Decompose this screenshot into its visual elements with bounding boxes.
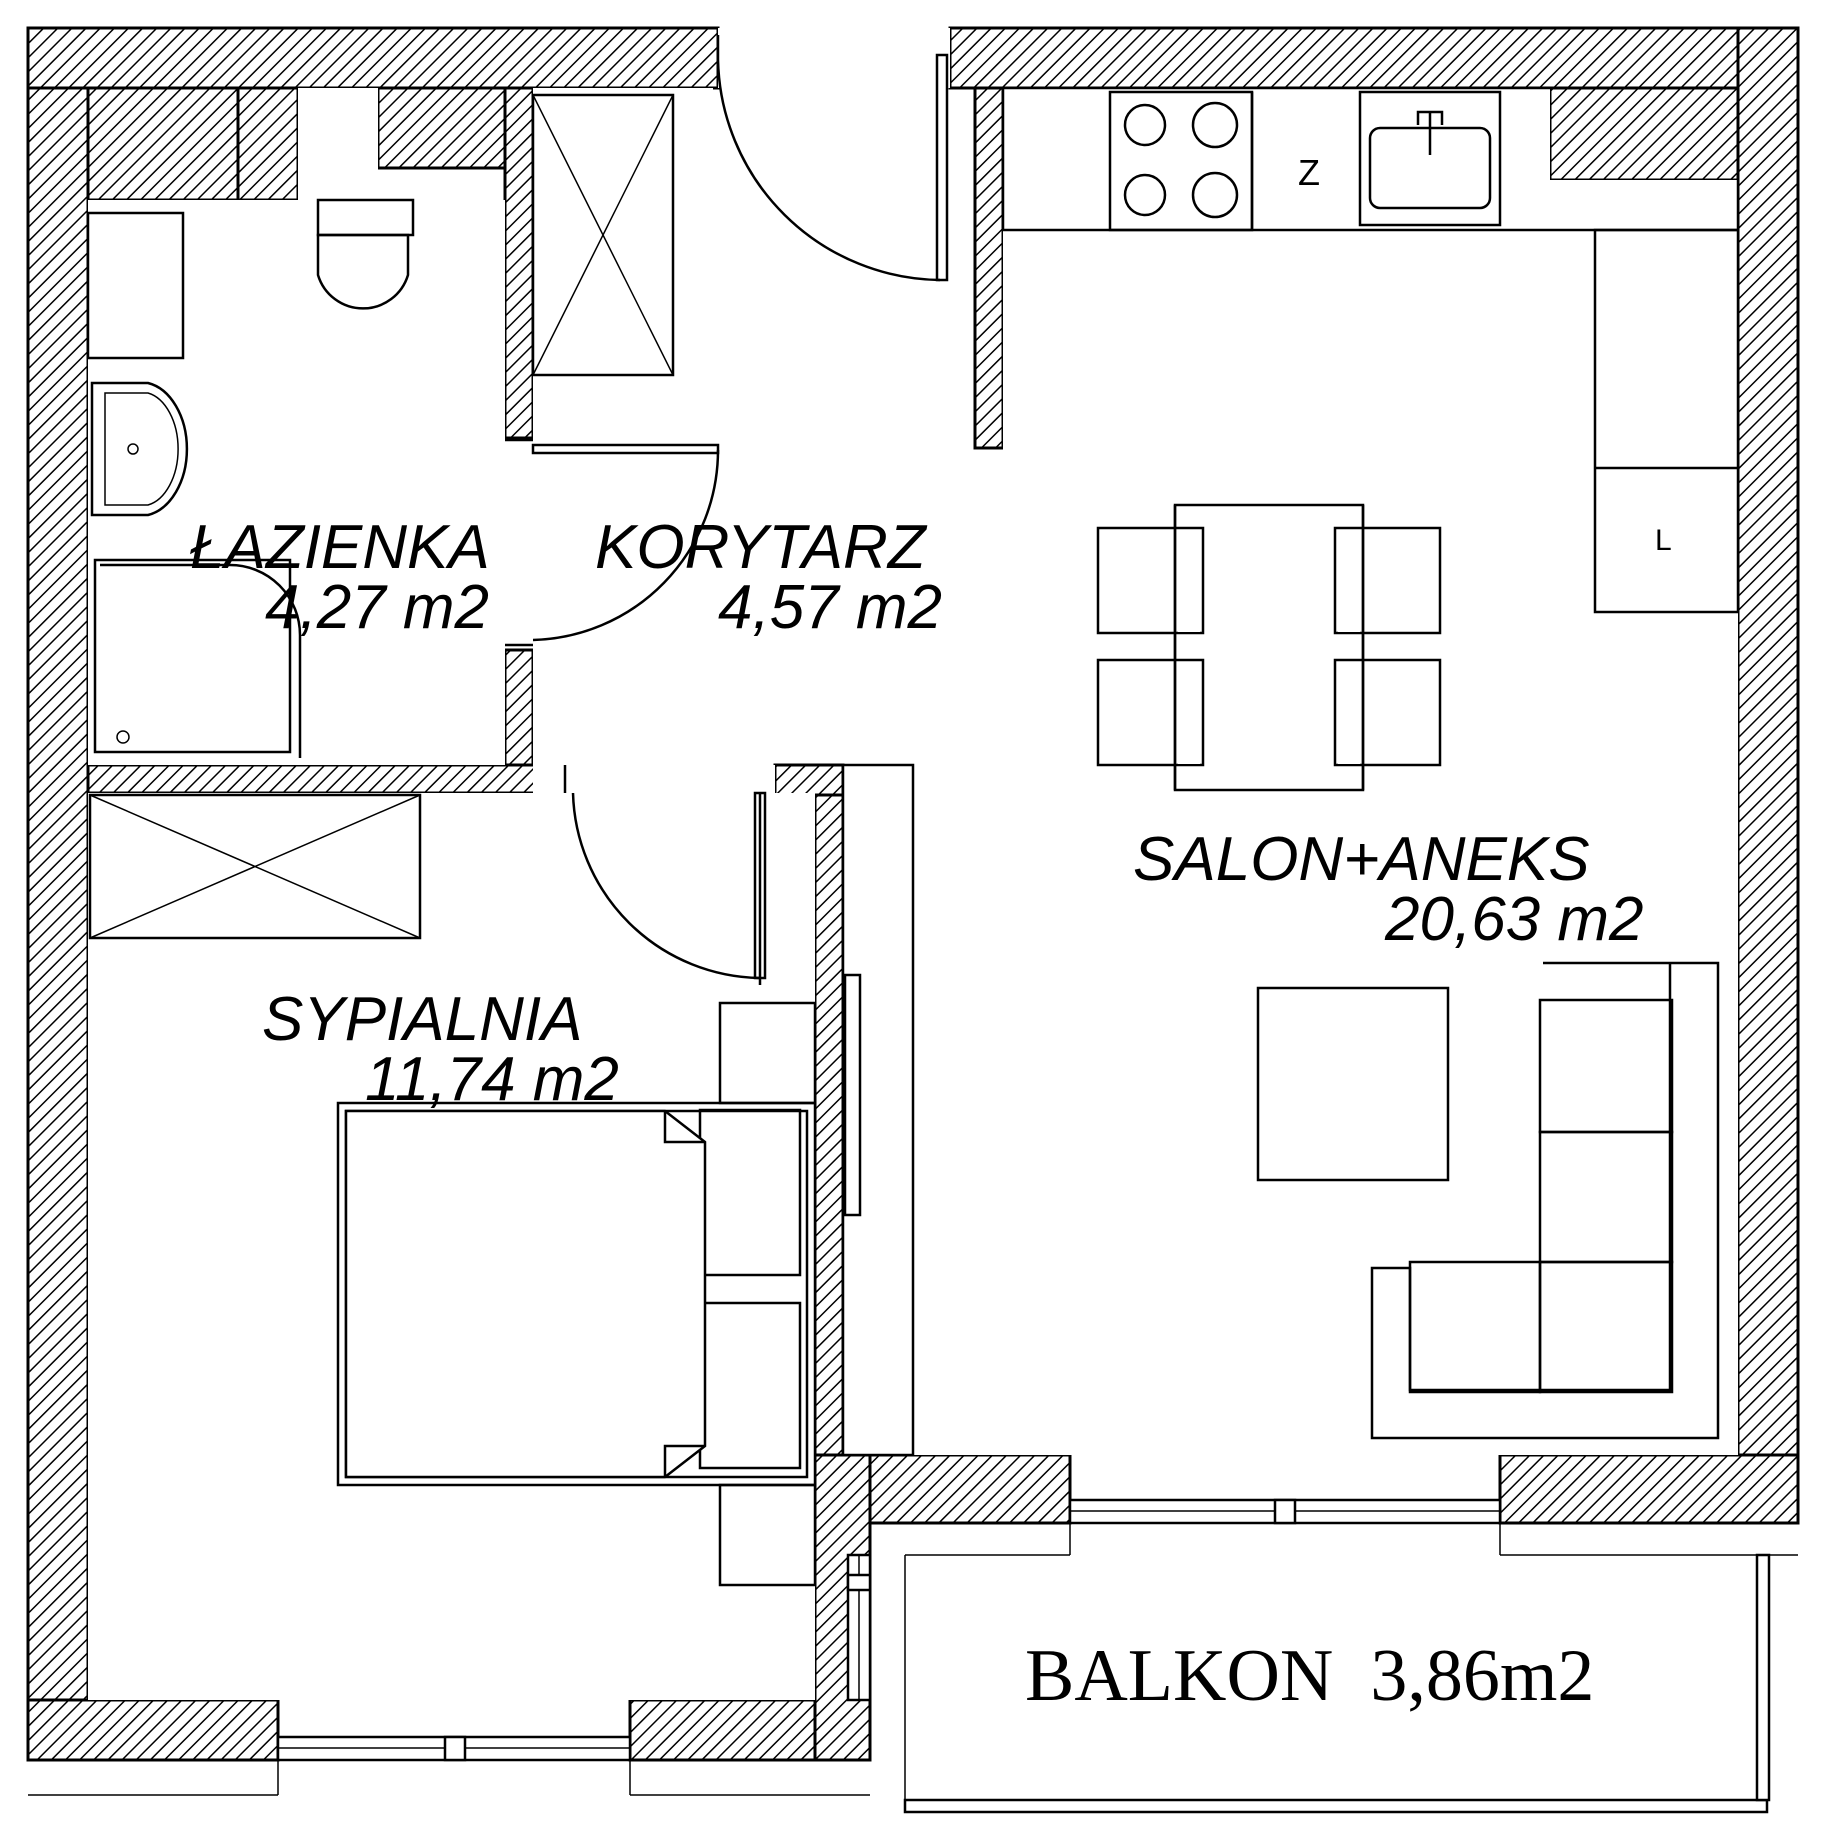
kitchen-counter-top [1001, 86, 1740, 232]
entrance-door-swing [716, 59, 941, 282]
faucet-icon [1416, 110, 1444, 155]
wall-bottom-right [1498, 1453, 1800, 1525]
shower-curve [100, 563, 302, 758]
dining-set [1096, 503, 1442, 792]
bedroom-area: 11,74 m2 [365, 1045, 619, 1114]
bathroom-door-leaf [531, 443, 720, 455]
living-furniture [1256, 961, 1720, 1440]
wall-left [26, 26, 90, 1705]
bedroom-door-swing [571, 792, 761, 980]
corridor-wardrobe [531, 93, 675, 377]
corridor-name: KORYTARZ [595, 513, 928, 582]
wall-bottom-left [26, 1698, 280, 1762]
sink [1358, 90, 1502, 227]
wall-kitchen-notch [1548, 86, 1740, 182]
sofa-cushion [1408, 1260, 1542, 1394]
bathroom-fixtures [86, 198, 415, 758]
burner-icon [1123, 173, 1167, 217]
chair [1333, 526, 1442, 635]
bedroom-name: SYPIALNIA [262, 985, 582, 1054]
balcony-railing-right [1755, 1553, 1771, 1802]
wall-top-right [948, 26, 1800, 90]
wall-bedroom-top-stub [773, 763, 845, 797]
bed-duvet [344, 1109, 707, 1479]
washing-machine [86, 211, 185, 360]
wall-bath-bottom [86, 763, 560, 795]
wall-bath-top-notch-2 [236, 86, 300, 202]
bedroom-wardrobe [841, 763, 915, 1457]
bed-frame [336, 1101, 817, 1487]
chair [1096, 526, 1205, 635]
wall-top-left [26, 26, 720, 90]
chair [1096, 658, 1205, 767]
wall-bath-right-lower [503, 648, 535, 767]
walls [26, 26, 1800, 1762]
living-name: SALON+ANEKS [1133, 825, 1590, 894]
washbasin-icon [90, 381, 189, 517]
entrance-door-leaf [935, 53, 949, 282]
wall-right [1736, 26, 1800, 1525]
cabinet-mark: L [1655, 524, 1672, 557]
wall-bath-right [503, 86, 535, 440]
wall-bath-top-notch-3 [86, 86, 240, 202]
bathroom-name: ŁAZIENKA [190, 513, 490, 582]
burner-icon [1191, 101, 1239, 149]
coffee-table [1256, 986, 1450, 1182]
living-area: 20,63 m2 [1384, 885, 1644, 954]
toilet-bowl-icon [316, 233, 410, 310]
burner-icon [1191, 171, 1239, 219]
chair [1333, 658, 1442, 767]
shower-drain-icon [116, 730, 130, 744]
bathroom-door-swing [532, 449, 720, 642]
corner-sofa [1370, 961, 1720, 1440]
wall-bath-top-notch [376, 86, 510, 170]
balcony [903, 1553, 1771, 1814]
windows [28, 1498, 1798, 1796]
wall-bedroom-right [813, 763, 845, 1525]
balcony-railing-bottom [903, 1798, 1769, 1814]
wall-kitchen-left [973, 86, 1005, 450]
balcony-label: BALKON 3,86m2 [1025, 1635, 1594, 1717]
kitchen: Z L [1001, 86, 1740, 614]
corridor-area: 4,57 m2 [718, 573, 942, 642]
burner-icon [1123, 103, 1167, 147]
kitchen-counter-side [1593, 228, 1740, 614]
shower-tray [93, 558, 292, 754]
bathroom-area: 4,27 m2 [265, 573, 489, 642]
fridge-mark: Z [1298, 152, 1320, 193]
bedroom-furniture [88, 793, 817, 1587]
bedroom-wardrobe-x [88, 793, 422, 940]
